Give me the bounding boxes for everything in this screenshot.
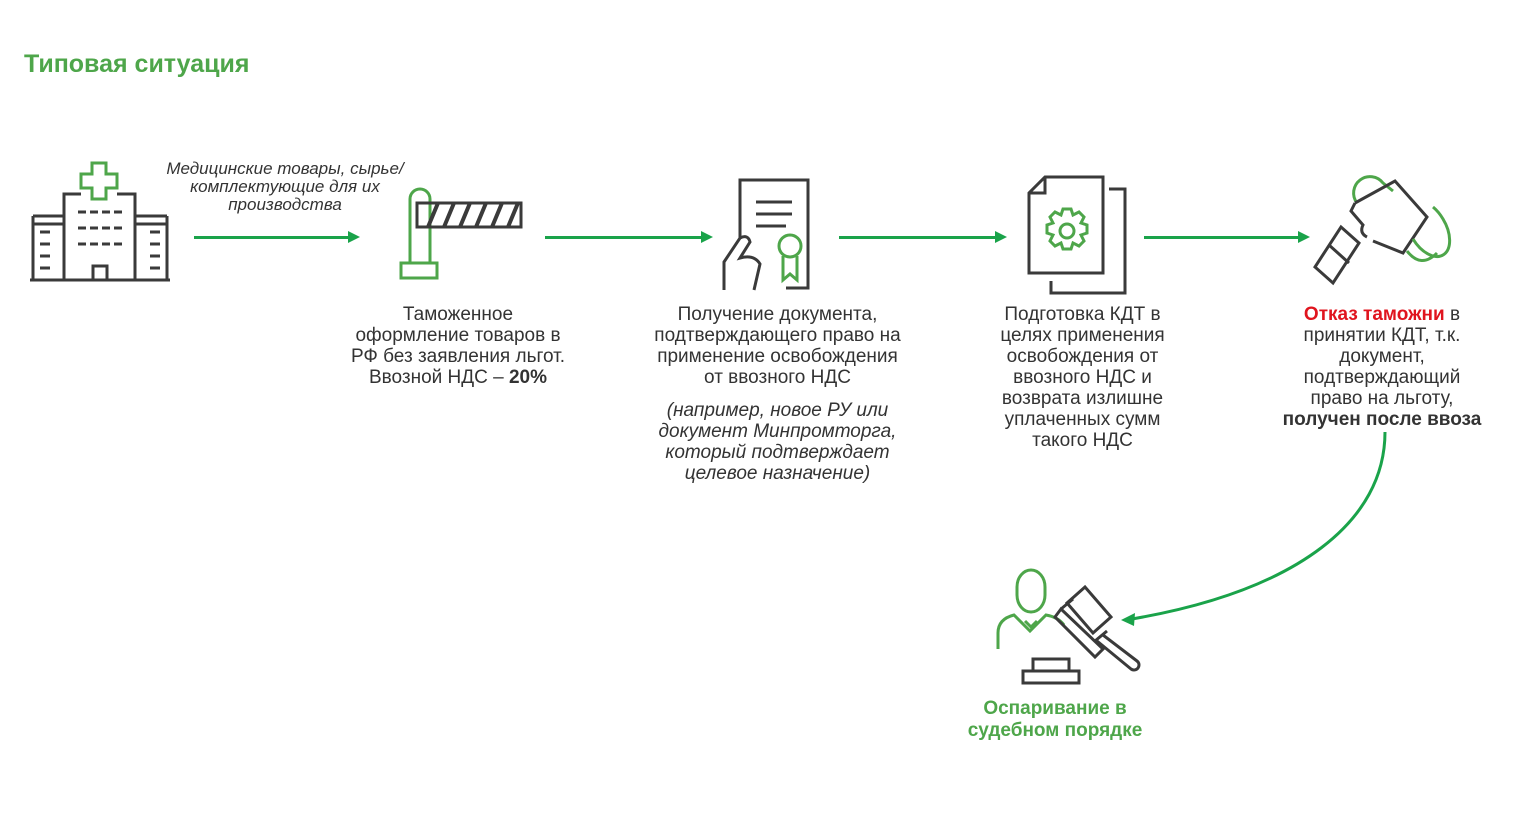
barrier-icon — [398, 185, 528, 285]
step-caption-document: Получение документа, подтверждающего пра… — [610, 304, 945, 484]
flow-arrow-1 — [194, 231, 360, 243]
step-caption-kdt: Подготовка КДТ в целях применения освобо… — [1000, 304, 1165, 451]
court-label: Оспаривание в судебном порядке — [967, 698, 1143, 741]
goods-label: Медицинские товары, сырье/комплектующие … — [166, 159, 404, 214]
step-caption-customs: Таможенное оформление товаров в РФ без з… — [350, 304, 566, 388]
after-import-highlight: получен после ввоза — [1282, 409, 1482, 430]
example-note: (например, новое РУ или документ Минпром… — [658, 400, 897, 484]
refusal-highlight: Отказ таможни — [1303, 304, 1445, 325]
settings-document-icon — [1025, 175, 1135, 295]
page-title: Типовая ситуация — [24, 50, 250, 78]
stamp-icon — [1313, 175, 1455, 286]
flow-arrow-3 — [839, 231, 1007, 243]
flow-arrow-2 — [545, 231, 713, 243]
judge-gavel-icon — [995, 565, 1145, 685]
hospital-icon — [30, 160, 170, 285]
vat-rate: 20% — [508, 367, 548, 388]
flow-arrow-4 — [1144, 231, 1310, 243]
step-caption-refusal: Отказ таможни в принятии КДТ, т.к. докум… — [1282, 304, 1482, 430]
certificate-document-icon — [720, 178, 815, 293]
